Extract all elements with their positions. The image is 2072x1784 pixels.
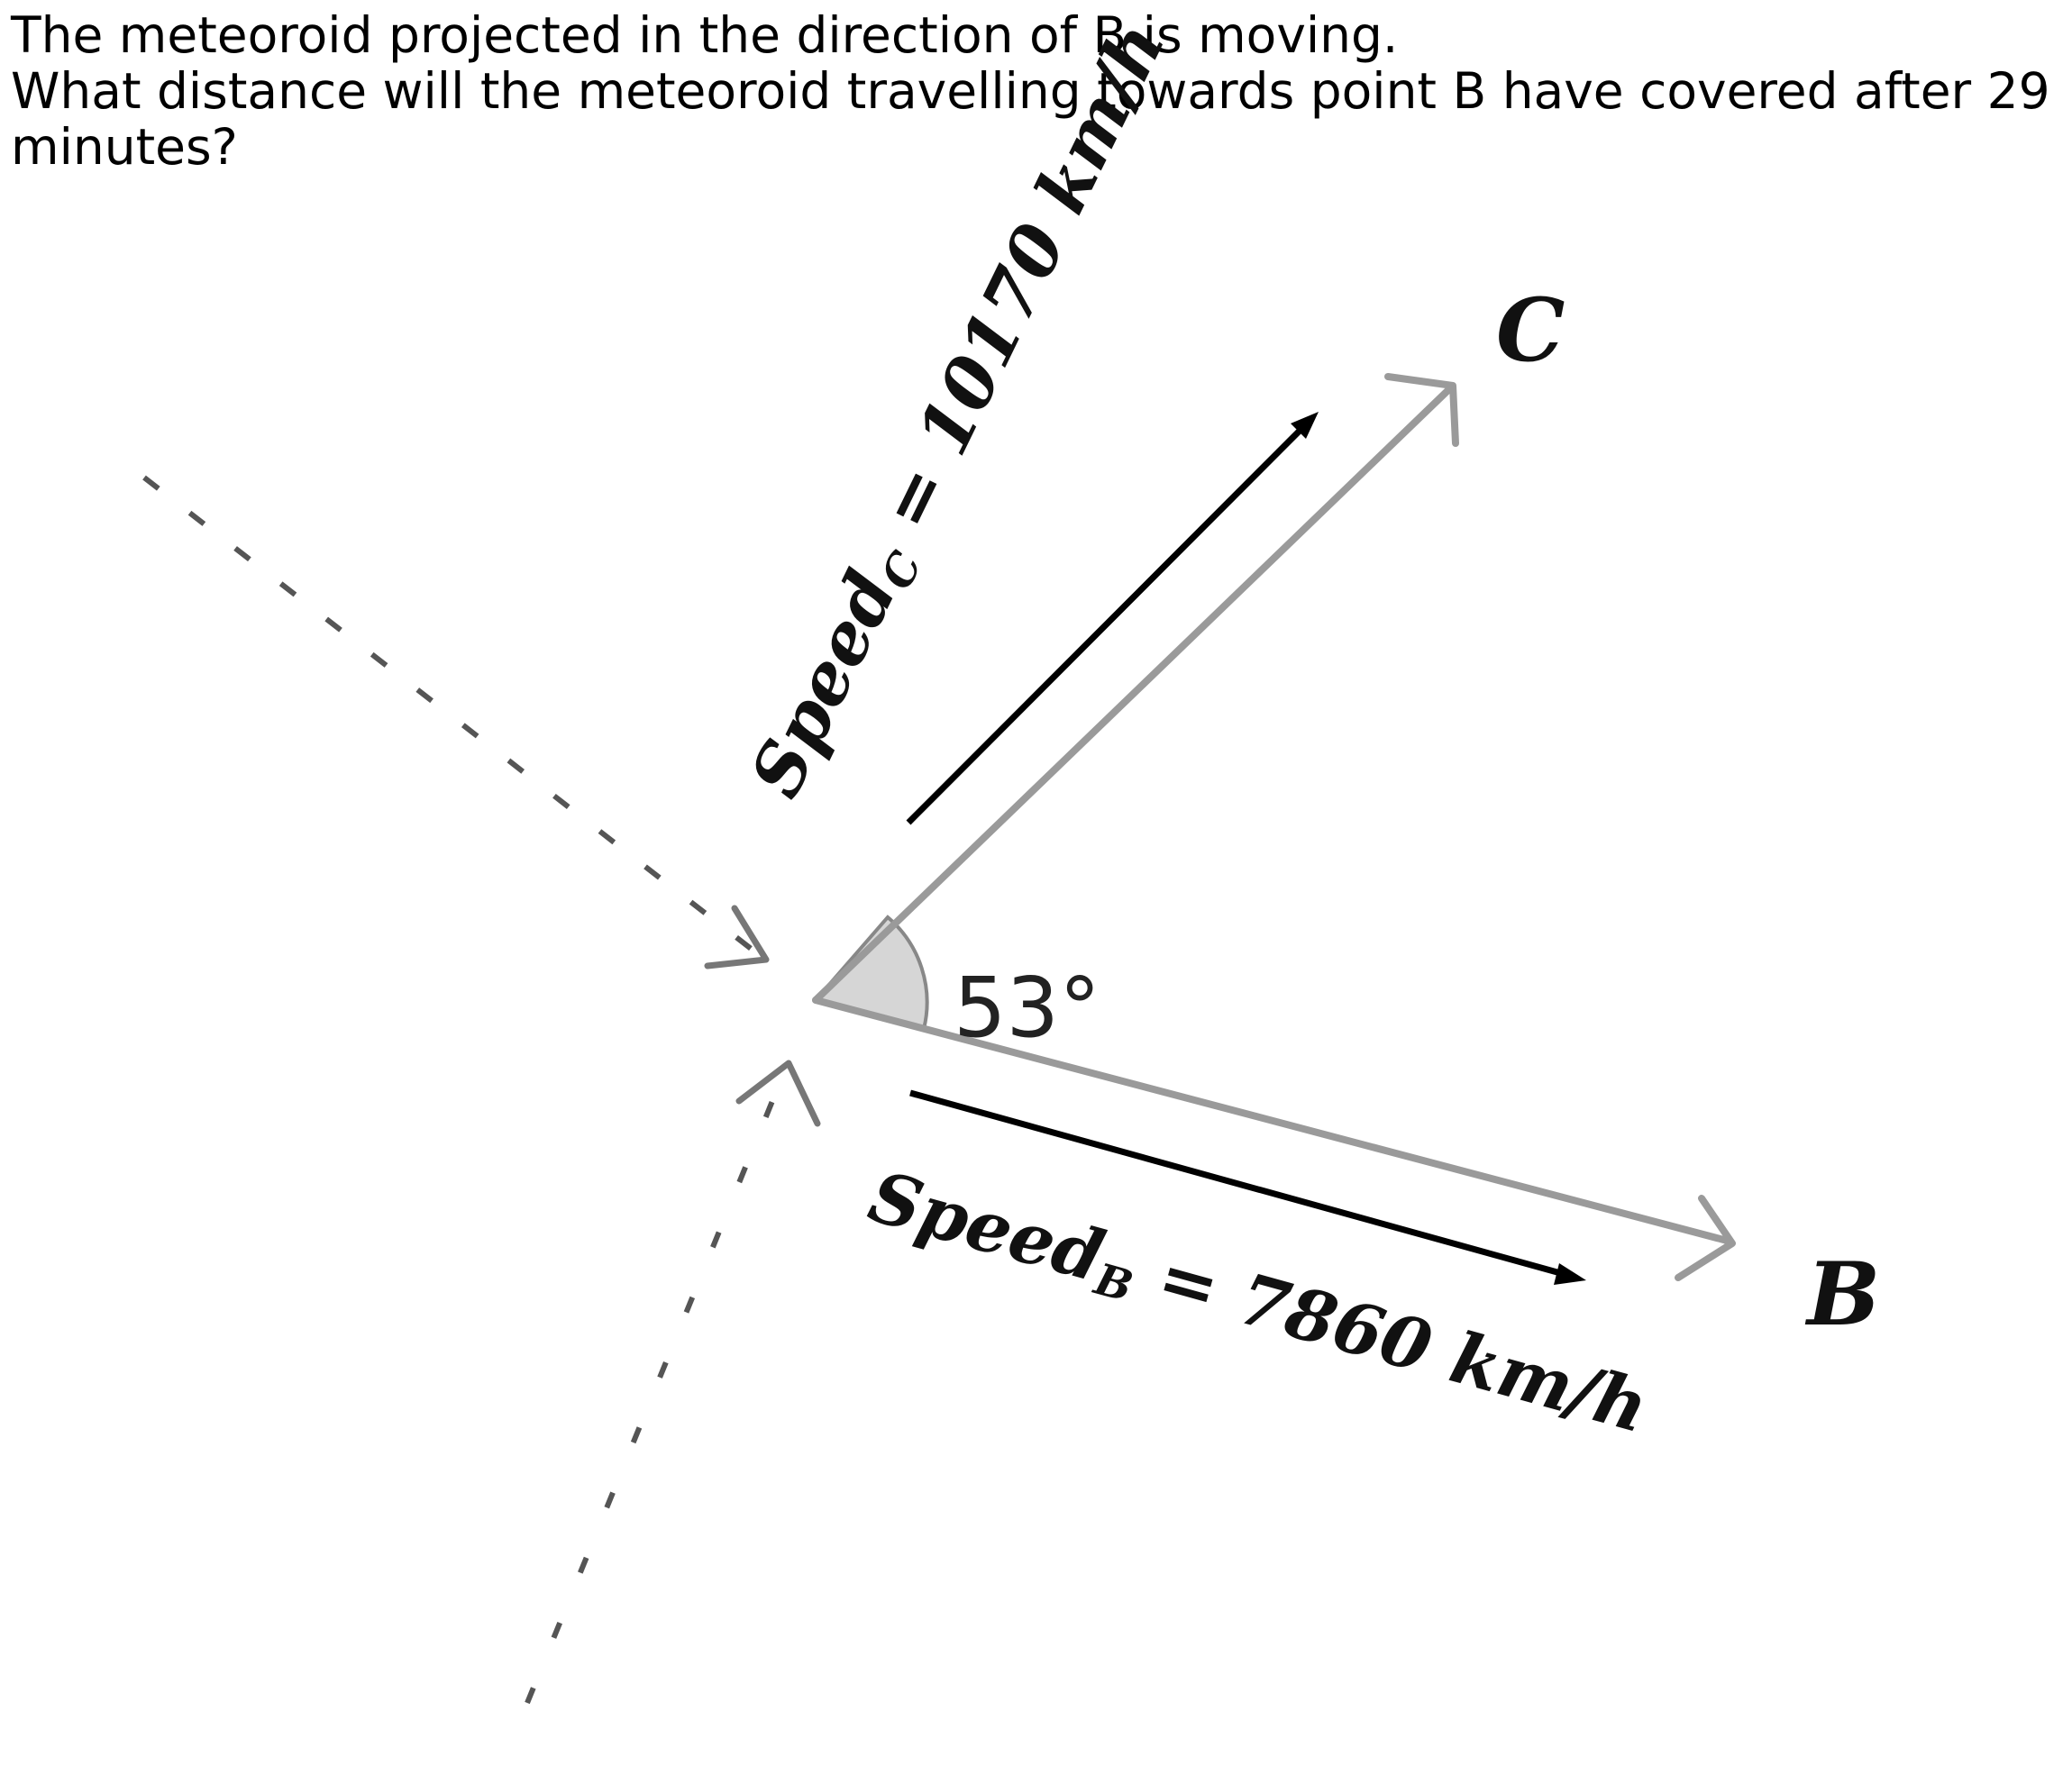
question-line-3: minutes? bbox=[11, 118, 238, 176]
ray-to-c bbox=[812, 384, 1455, 1004]
speed-arrow-b bbox=[909, 1089, 1565, 1278]
question-line-2: What distance will the meteoroid travell… bbox=[11, 62, 2050, 120]
speed-c-prefix: Speed bbox=[735, 560, 913, 810]
incoming-arrowhead-lower bbox=[735, 1060, 821, 1127]
incoming-path-lower bbox=[525, 1070, 787, 1705]
speed-c-label: SpeedC = 10170 km/h bbox=[735, 10, 1185, 812]
point-c-label: C bbox=[1496, 279, 1565, 381]
question-line-1: The meteoroid projected in the direction… bbox=[11, 6, 1399, 64]
question-text: The meteoroid projected in the direction… bbox=[11, 7, 2066, 175]
arrowhead-b bbox=[1675, 1195, 1736, 1281]
speed-arrow-c bbox=[906, 423, 1308, 825]
angle-label: 53° bbox=[954, 960, 1100, 1056]
speed-c-value: = 10170 km/h bbox=[854, 10, 1181, 564]
speed-b-value: = 7860 km/h bbox=[1126, 1229, 1657, 1449]
speed-arrowhead-c bbox=[1291, 412, 1319, 439]
ray-to-b bbox=[812, 997, 1734, 1245]
speed-b-prefix: Speed bbox=[861, 1156, 1112, 1298]
incoming-path-upper bbox=[142, 475, 763, 960]
speed-arrowhead-b bbox=[1554, 1263, 1586, 1285]
point-b-label: B bbox=[1804, 1243, 1880, 1345]
incoming-arrowhead-upper bbox=[704, 905, 770, 969]
speed-b-label: SpeedB = 7860 km/h bbox=[860, 1156, 1657, 1454]
arrowhead-c bbox=[1384, 373, 1459, 447]
